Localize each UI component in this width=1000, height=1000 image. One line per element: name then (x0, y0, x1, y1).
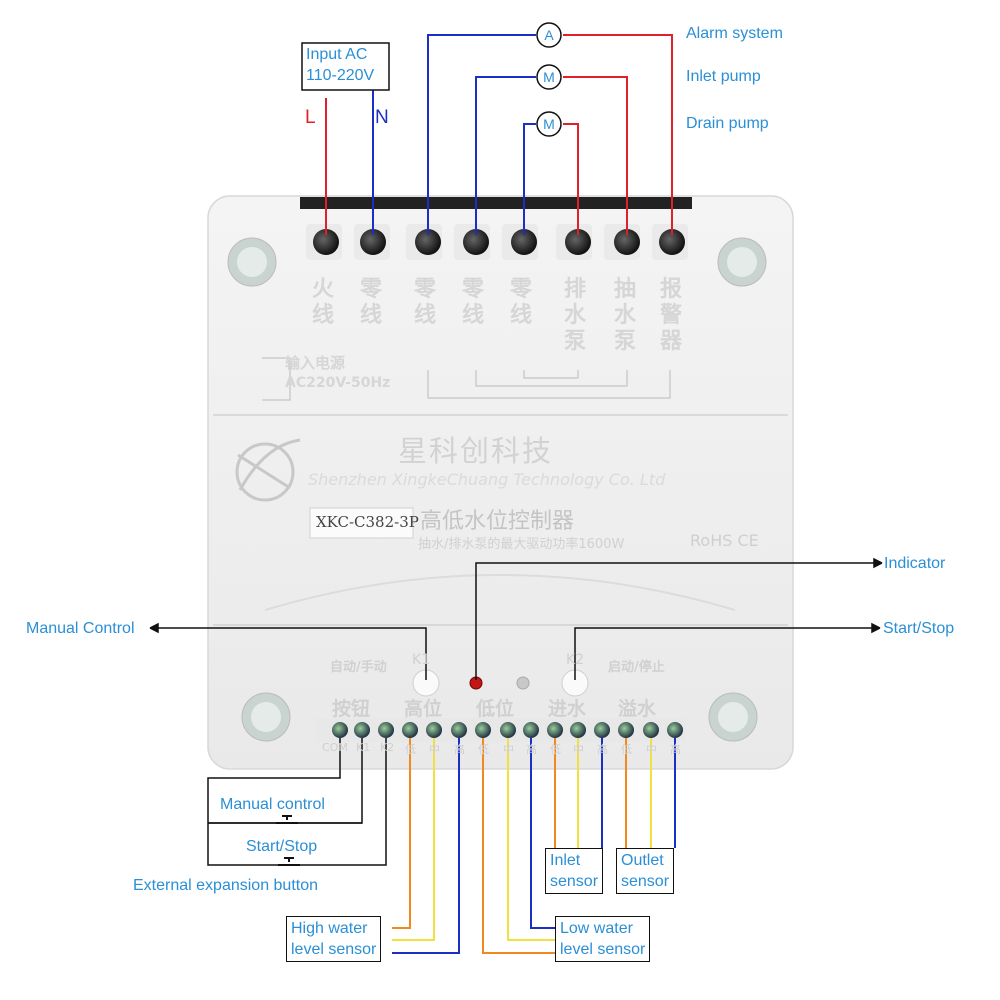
start-stop-cn-label: 启动/停止 (608, 660, 665, 675)
terminal-label: 零线 (360, 276, 383, 328)
input-ac-box (301, 42, 390, 91)
bottom-terminal-label: 低 (405, 743, 416, 756)
bottom-terminal-label: 中 (646, 743, 657, 756)
bottom-terminal-labels: COM K1 K2 低 中 高 低 中 高 低 中 高 低 中 高 (322, 741, 692, 757)
terminal-label: 零线 (462, 276, 485, 328)
k2-label: K2 (566, 652, 585, 668)
group-label: 溢水 (618, 698, 657, 720)
bottom-terminal-label: 低 (550, 743, 561, 756)
terminal-label: 报警器 (660, 276, 683, 354)
bottom-terminal-label: 高 (670, 743, 681, 756)
top-terminals (306, 224, 688, 260)
bottom-terminal-label: 高 (526, 743, 537, 756)
high-sensor-line2: level sensor (291, 941, 377, 958)
terminal-label: 火线 (312, 276, 335, 328)
secondary-led-icon (516, 676, 530, 690)
low-water-sensor-box: Low water level sensor (555, 916, 651, 962)
sensor-wires (392, 738, 676, 954)
bottom-terminal-label: 低 (621, 743, 632, 756)
group-label: 进水 (548, 698, 587, 720)
input-ac-line2: 110-220V (306, 67, 375, 84)
bottom-terminal-label: 中 (503, 743, 514, 756)
input-ac-label: Input AC 110-220V (302, 43, 387, 88)
manual-control-button-label: Manual control (220, 796, 325, 813)
neutral-label: N (375, 107, 389, 128)
group-label: 按钮 (332, 698, 371, 720)
output-wires (427, 34, 673, 235)
external-expansion-label: External expansion button (133, 877, 319, 894)
model-number: XKC-C382-3P (316, 513, 419, 531)
low-sensor-line1: Low water (560, 920, 633, 937)
manual-control-top-label: Manual Control (26, 620, 135, 637)
outlet-sensor-line1: Outlet (621, 852, 664, 869)
group-label: 低位 (476, 698, 515, 720)
bottom-terminal-label: K2 (380, 741, 395, 754)
k1-label: K1 (412, 652, 431, 668)
bottom-terminal-label: COM (322, 741, 348, 754)
terminal-label: 零线 (414, 276, 437, 328)
power-label: 输入电源 (285, 354, 346, 372)
terminal-labels: 火线 零线 零线 零线 零线 排水泵 抽水泵 报警器 (302, 276, 702, 372)
brand-name: 星科创科技 (398, 434, 554, 468)
certifications: RoHS CE (690, 531, 759, 550)
low-sensor-line2: level sensor (560, 941, 646, 958)
alarm-symbol-icon (536, 22, 562, 48)
bottom-terminal-label: 中 (573, 743, 584, 756)
high-sensor-line1: High water (291, 920, 368, 937)
terminal-label: 零线 (510, 276, 533, 328)
terminal-label: 排水泵 (564, 276, 587, 354)
bottom-terminals (316, 718, 686, 742)
voltage-label: AC220V-50Hz (285, 375, 391, 391)
callout-lines (149, 557, 883, 680)
terminal-label: 抽水泵 (614, 276, 637, 354)
controller-body (207, 195, 794, 770)
inlet-sensor-line2: sensor (550, 873, 599, 890)
bottom-terminal-label: 中 (429, 743, 440, 756)
button-wires (207, 738, 387, 866)
input-ac-line1: Input AC (306, 46, 368, 63)
inlet-pump-symbol: M (543, 69, 555, 85)
inlet-sensor-line1: Inlet (550, 852, 581, 869)
bottom-terminal-label: K1 (356, 741, 371, 754)
start-stop-button-label: Start/Stop (246, 838, 318, 855)
outlet-sensor-line2: sensor (621, 873, 670, 890)
alarm-symbol: A (544, 27, 554, 43)
bottom-terminal-label: 高 (597, 743, 608, 756)
inlet-pump-label: Inlet pump (686, 68, 761, 85)
brand-english: Shenzhen XingkeChuang Technology Co. Ltd (308, 470, 666, 489)
power-wires (325, 90, 374, 235)
drain-pump-motor-icon (536, 111, 562, 137)
indicator-label: Indicator (884, 555, 946, 572)
auto-manual-label: 自动/手动 (330, 660, 387, 675)
inlet-pump-motor-icon (536, 64, 562, 90)
drain-pump-label: Drain pump (686, 115, 769, 132)
group-label: 高位 (404, 698, 443, 720)
product-name: 高低水位控制器 (420, 509, 575, 534)
start-stop-top-label: Start/Stop (883, 620, 955, 637)
push-button-icon (278, 857, 300, 866)
power-note: 抽水/排水泵的最大驱动功率1600W (418, 537, 625, 552)
outlet-sensor-box: Outlet sensor (616, 848, 675, 894)
alarm-system-label: Alarm system (686, 25, 783, 42)
terminal-groups: 按钮 高位 低位 进水 溢水 (330, 694, 690, 720)
brand-logo-icon (235, 438, 301, 502)
bottom-terminal-label: 低 (478, 743, 489, 756)
drain-pump-symbol: M (543, 116, 555, 132)
live-label: L (305, 107, 316, 128)
bottom-terminal-label: 高 (454, 743, 465, 756)
inlet-sensor-box: Inlet sensor (545, 848, 604, 894)
push-button-icon (276, 815, 298, 824)
high-water-sensor-box: High water level sensor (286, 916, 382, 962)
